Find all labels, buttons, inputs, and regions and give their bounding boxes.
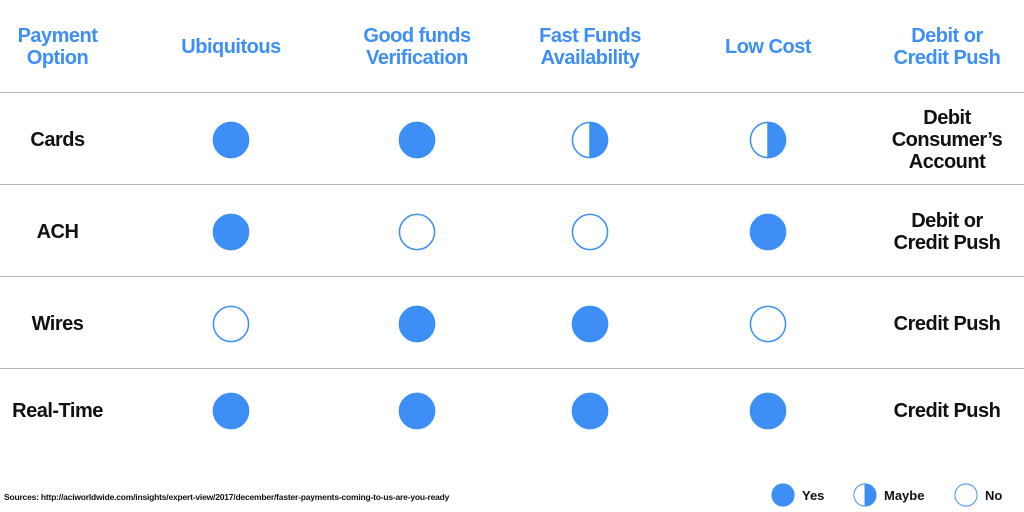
empty-circle-icon (212, 305, 250, 342)
full-circle-icon (212, 121, 250, 158)
header-low-cost: Low Cost (698, 0, 838, 93)
push-line: Credit Push (893, 231, 1001, 254)
mark-cell (345, 278, 489, 369)
push-type: Credit Push (870, 278, 1024, 369)
full-circle-icon (571, 305, 609, 342)
row-label-cards: Cards (30, 128, 85, 151)
divider (0, 276, 1024, 277)
header-line: Low Cost (725, 35, 812, 58)
push-line: Debit (923, 106, 971, 129)
legend-label: Maybe (884, 487, 925, 503)
full-circle-icon (771, 483, 795, 507)
half-circle-icon (571, 121, 609, 158)
full-circle-icon (212, 392, 250, 430)
mark-cell (518, 370, 662, 452)
table-row: Real-Time Credit Push (0, 370, 1024, 452)
full-circle-icon (571, 392, 609, 430)
full-circle-icon (398, 305, 436, 342)
empty-circle-icon (954, 483, 978, 507)
mark-cell (698, 186, 838, 277)
row-label-ach: ACH (36, 220, 79, 243)
legend-item-maybe: Maybe (853, 483, 924, 507)
mark-cell (345, 370, 489, 452)
header-line: Debit or (911, 24, 983, 47)
full-circle-icon (212, 213, 250, 250)
legend-label: No (985, 487, 1003, 503)
legend-item-yes: Yes (771, 483, 824, 507)
mark-cell (161, 94, 301, 185)
header-text: Low Cost (725, 35, 812, 58)
push-line: Consumer’s (891, 128, 1003, 151)
source-note: Sources: http://aciworldwide.com/insight… (4, 492, 450, 502)
header-line: Fast Funds (539, 24, 641, 47)
row-label-real-time: Real-Time (12, 400, 103, 422)
legend-label: Yes (802, 487, 825, 503)
header-text: Ubiquitous (181, 35, 281, 58)
header-line: Ubiquitous (181, 35, 281, 58)
push-line: Debit or (911, 209, 983, 232)
mark-cell (161, 186, 301, 277)
header-line: Availability (540, 46, 640, 69)
push-type: Credit Push (870, 370, 1024, 452)
half-circle-icon (853, 483, 877, 507)
header-line: Good funds (363, 24, 471, 47)
mark-cell (161, 370, 301, 452)
full-circle-icon (398, 121, 436, 158)
header-line: Verification (366, 46, 468, 69)
push-line: Credit Push (893, 400, 1001, 422)
empty-circle-icon (954, 483, 978, 507)
mark-cell (518, 186, 662, 277)
table-row: Wires Credit Push (0, 278, 1024, 369)
legend-item-no: No (954, 483, 1002, 507)
header-ubiquitous: Ubiquitous (161, 0, 301, 93)
push-text: Credit Push (894, 313, 1001, 335)
push-line: Account (908, 150, 986, 173)
mark-cell (345, 94, 489, 185)
half-circle-icon (749, 121, 787, 158)
empty-circle-icon (571, 213, 609, 250)
mark-cell (698, 278, 838, 369)
mark-cell (345, 186, 489, 277)
full-circle-icon (771, 483, 795, 507)
mark-cell (698, 94, 838, 185)
empty-circle-icon (398, 213, 436, 250)
full-circle-icon (749, 392, 787, 430)
divider (0, 368, 1024, 369)
mark-cell (518, 278, 662, 369)
empty-circle-icon (749, 305, 787, 342)
header-line: Option (26, 46, 89, 69)
full-circle-icon (749, 213, 787, 250)
header-line: Payment (17, 24, 98, 47)
full-circle-icon (398, 392, 436, 430)
mark-cell (161, 278, 301, 369)
push-text: Credit Push (894, 400, 1001, 422)
row-label-wires: Wires (31, 312, 84, 335)
push-line: Credit Push (893, 312, 1001, 335)
mark-cell (698, 370, 838, 452)
divider (0, 184, 1024, 185)
divider (0, 92, 1024, 93)
mark-cell (518, 94, 662, 185)
half-circle-icon (853, 483, 877, 507)
header-line: Credit Push (893, 46, 1001, 69)
